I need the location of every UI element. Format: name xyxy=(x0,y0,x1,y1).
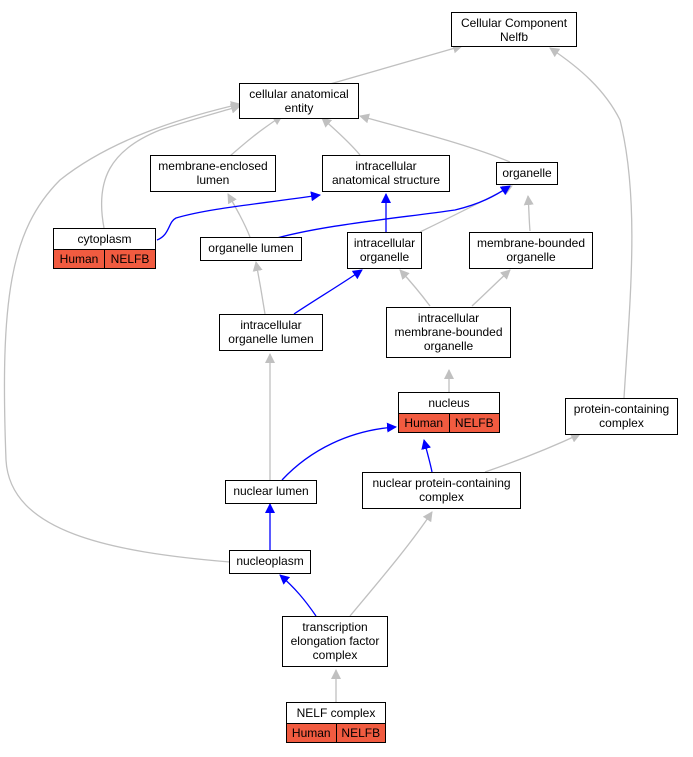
edge-tefc-npcc xyxy=(349,511,433,617)
edge-nucleoplasm-cae xyxy=(3,101,241,563)
node-label: intracellular membrane-bounded organelle xyxy=(394,311,503,353)
node-organelle-lumen[interactable]: organelle lumen xyxy=(200,237,302,261)
node-intracellular-anatomical-structure[interactable]: intracellular anatomical structure xyxy=(322,155,450,192)
node-label: intracellular organelle xyxy=(353,236,416,264)
edge-npcc-pcc xyxy=(484,433,581,473)
edge-iol-orglumen xyxy=(252,261,266,315)
edge-cytoplasm-cae xyxy=(100,103,241,229)
species-tag: Human xyxy=(399,414,449,432)
edge-imbo-intorg xyxy=(399,269,431,307)
edge-cae-root xyxy=(329,43,463,85)
edge-organelle-cae xyxy=(359,113,511,163)
node-label: intracellular anatomical structure xyxy=(331,159,441,187)
species-tag: Human xyxy=(287,724,336,742)
edge-pcc-root xyxy=(549,47,633,399)
annotation-row: Human NELFB xyxy=(287,723,385,742)
gene-tag: NELFB xyxy=(104,250,155,268)
node-nuclear-protein-containing-complex[interactable]: nuclear protein-containing complex xyxy=(362,472,521,509)
node-label: NELF complex xyxy=(296,706,376,720)
edge-cytoplasm-ias xyxy=(156,191,321,241)
node-label: organelle xyxy=(502,166,552,180)
edge-imbo-mbo xyxy=(471,269,511,307)
node-nelf-complex[interactable]: NELF complex Human NELFB xyxy=(286,702,386,743)
node-nucleus[interactable]: nucleus Human NELFB xyxy=(398,392,500,433)
node-organelle[interactable]: organelle xyxy=(496,162,558,185)
annotation-row: Human NELFB xyxy=(54,249,155,268)
node-label: intracellular organelle lumen xyxy=(228,318,314,346)
annotation-row: Human NELFB xyxy=(399,413,499,432)
edge-npcc-nucleus xyxy=(421,439,433,473)
node-intracellular-membrane-bounded-organelle[interactable]: intracellular membrane-bounded organelle xyxy=(386,307,511,358)
edge-iol-intorg xyxy=(293,269,363,315)
node-label: organelle lumen xyxy=(208,241,294,255)
edge-nuclumen-nucleus xyxy=(281,422,397,481)
node-label: nuclear protein-containing complex xyxy=(372,476,511,504)
node-protein-containing-complex[interactable]: protein-containing complex xyxy=(565,398,678,435)
node-membrane-enclosed-lumen[interactable]: membrane-enclosed lumen xyxy=(150,155,276,192)
node-cytoplasm[interactable]: cytoplasm Human NELFB xyxy=(53,228,156,269)
node-label: cytoplasm xyxy=(77,232,132,246)
edge-mbo-organelle xyxy=(523,195,534,232)
node-nucleoplasm[interactable]: nucleoplasm xyxy=(229,550,311,574)
node-cellular-component-root[interactable]: Cellular Component Nelfb xyxy=(451,12,577,47)
edge-ias-cae xyxy=(321,117,361,156)
species-tag: Human xyxy=(54,250,104,268)
node-membrane-bounded-organelle[interactable]: membrane-bounded organelle xyxy=(469,232,593,269)
node-intracellular-organelle-lumen[interactable]: intracellular organelle lumen xyxy=(219,314,323,351)
node-transcription-elongation-factor-complex[interactable]: transcription elongation factor complex xyxy=(282,616,388,667)
node-label: nucleoplasm xyxy=(236,554,304,568)
node-label: membrane-enclosed lumen xyxy=(158,159,268,187)
gene-tag: NELFB xyxy=(335,724,385,742)
edge-orglumen-mel xyxy=(227,193,251,238)
node-label: membrane-bounded organelle xyxy=(476,236,586,264)
edge-orglumen-organelle xyxy=(269,185,511,241)
node-label: nucleus xyxy=(428,396,470,410)
gene-tag: NELFB xyxy=(448,414,499,432)
edge-tefc-nucleoplasm xyxy=(279,574,317,617)
node-nuclear-lumen[interactable]: nuclear lumen xyxy=(225,480,317,504)
node-intracellular-organelle[interactable]: intracellular organelle xyxy=(347,232,422,269)
node-label: protein-containing complex xyxy=(573,402,670,430)
node-label: cellular anatomical entity xyxy=(249,87,349,115)
node-label: transcription elongation factor complex xyxy=(290,620,380,662)
edge-mel-cae xyxy=(229,115,283,157)
node-label: Cellular Component Nelfb xyxy=(460,16,568,44)
node-label: nuclear lumen xyxy=(233,484,309,498)
node-cellular-anatomical-entity[interactable]: cellular anatomical entity xyxy=(239,83,359,119)
